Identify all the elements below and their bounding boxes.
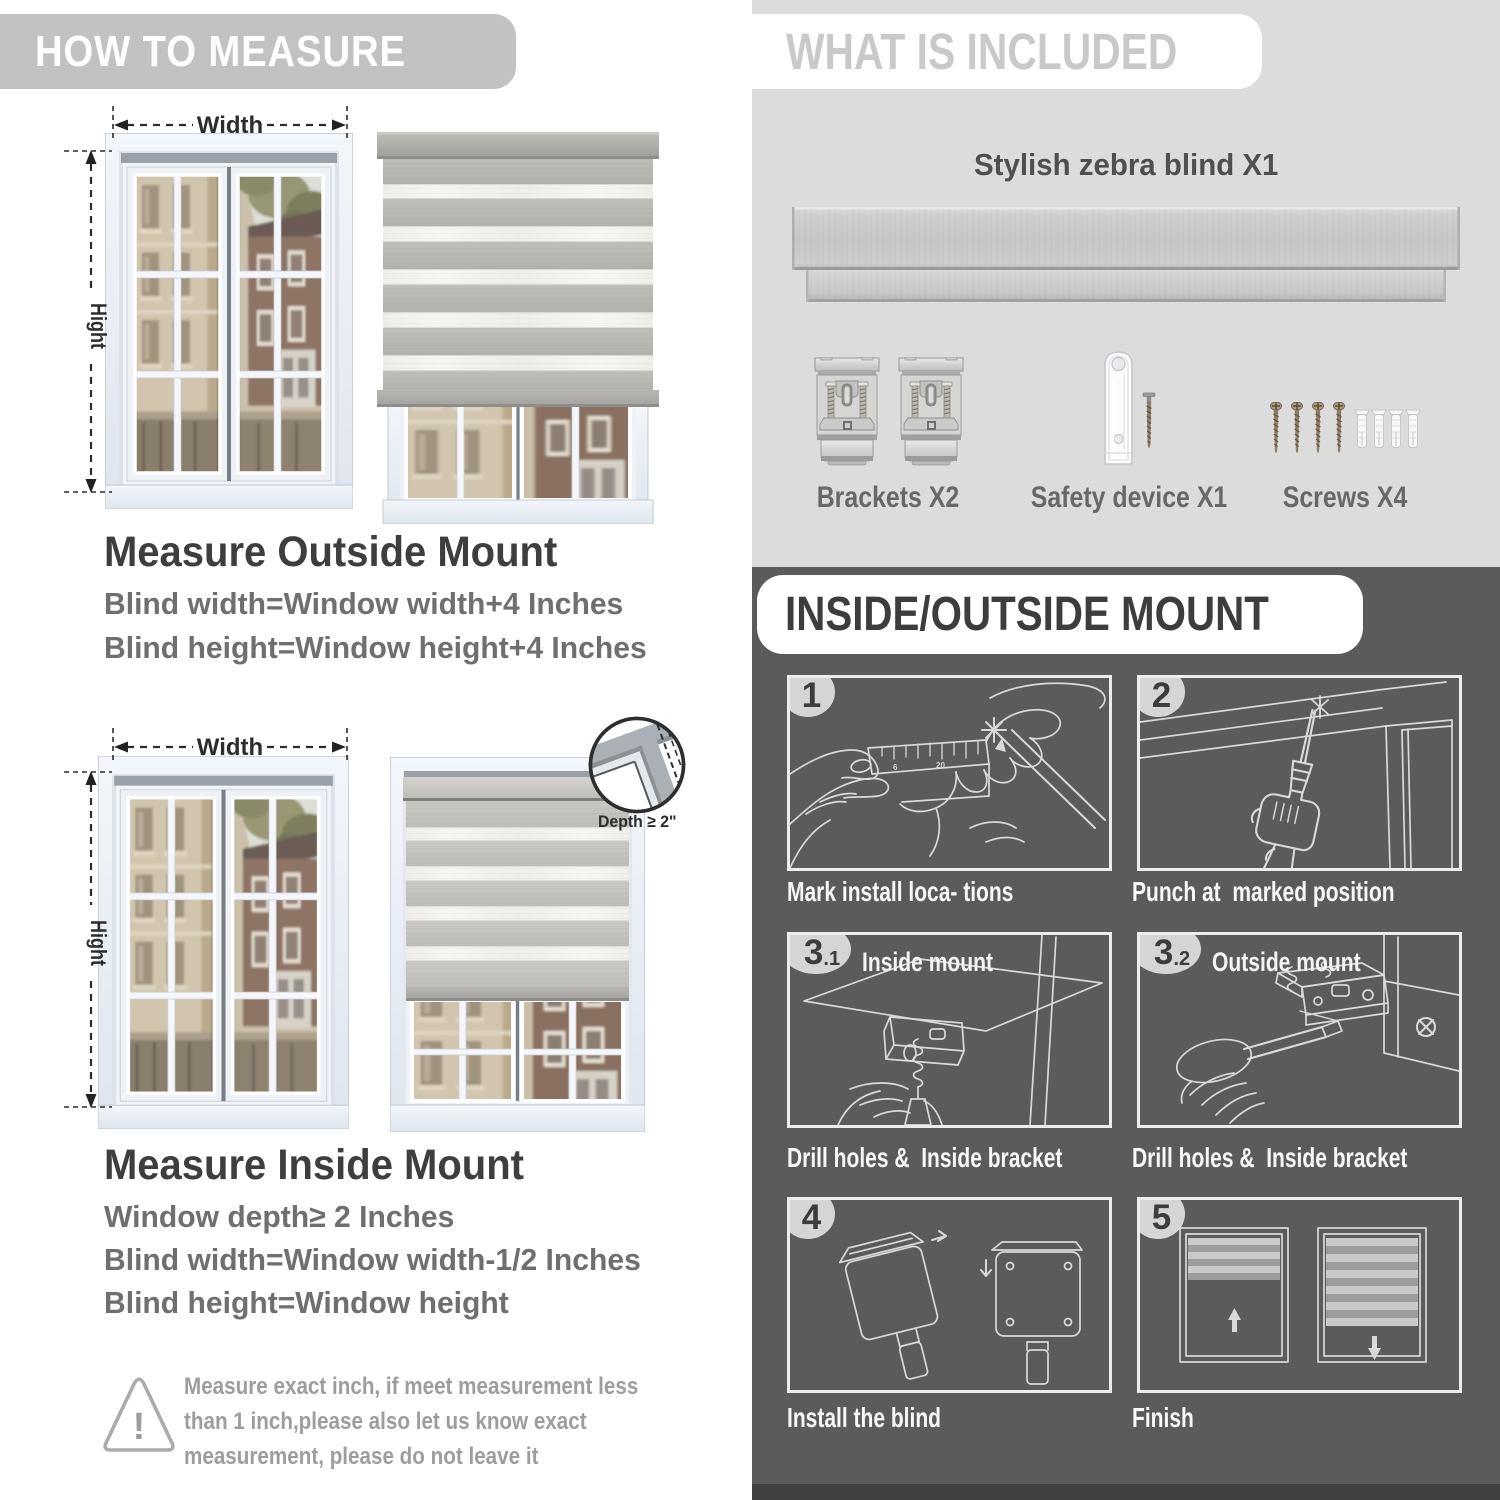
step1-caption: Mark install loca- tions (787, 876, 1014, 907)
bottom-dark-strip (752, 1484, 1500, 1500)
mount-title: INSIDE/OUTSIDE MOUNT (785, 588, 1269, 641)
step-box-3-2: 3.2 Outside mount (1137, 932, 1462, 1128)
warning-triangle-icon: ! (103, 1377, 175, 1452)
inside-mount-heading: Measure Inside Mount (104, 1141, 524, 1189)
height-label-inside: Hight (86, 920, 111, 967)
brackets-label: Brackets X2 (816, 481, 960, 514)
warning-note: Measure exact inch, if meet measurement … (184, 1369, 638, 1474)
svg-text:20: 20 (936, 761, 945, 770)
safety-device-image (1104, 351, 1156, 465)
width-arrow-outside: Width (112, 106, 348, 140)
warning-line-3: measurement, please do not leave it (184, 1443, 539, 1470)
inside-rule-height: Blind height=Window height (104, 1285, 509, 1320)
outside-mount-heading: Measure Outside Mount (104, 528, 558, 576)
how-to-measure-title: HOW TO MEASURE (35, 26, 406, 76)
svg-text:6: 6 (893, 763, 898, 772)
safety-device-label: Safety device X1 (1030, 481, 1228, 514)
step3-1-label: Inside mount (862, 947, 994, 977)
brackets-image (814, 357, 964, 466)
window-photo-outside (105, 133, 353, 509)
step2-number: 2 (1151, 675, 1172, 715)
step5-badge: 5 (1140, 1197, 1185, 1239)
width-arrow-inside: Width (112, 728, 348, 762)
step-box-4: 4 (787, 1197, 1112, 1393)
step3-1-caption: Drill holes & Inside bracket (787, 1142, 1063, 1173)
step5-number: 5 (1151, 1197, 1172, 1237)
depth-note: Depth ≥ 2" (598, 812, 677, 831)
warning-line-1: Measure exact inch, if meet measurement … (184, 1373, 639, 1400)
zebra-blind-headrail (792, 207, 1460, 302)
inside-rule-width: Blind width=Window width-1/2 Inches (104, 1242, 641, 1277)
step2-caption: Punch at marked position (1132, 876, 1395, 907)
height-arrow-outside: Hight (64, 150, 112, 493)
step4-number: 4 (801, 1197, 822, 1237)
step-box-1: 6 20 (787, 675, 1112, 871)
step3-2-label: Outside mount (1212, 947, 1361, 977)
width-label-inside: Width (197, 734, 263, 761)
width-label-outside: Width (197, 112, 263, 139)
step2-drill-illustration (1140, 681, 1453, 868)
window-photo-inside (98, 756, 349, 1129)
mount-title-band: INSIDE/OUTSIDE MOUNT (757, 575, 1363, 654)
warning-exclamation: ! (133, 1406, 146, 1448)
included-title-band: WHAT IS INCLUDED (752, 14, 1262, 89)
height-arrow-inside: Hight (64, 771, 112, 1108)
step4-badge: 4 (790, 1197, 835, 1239)
step3-1-number: 3 (803, 932, 824, 972)
step5-caption: Finish (1132, 1402, 1194, 1433)
depth-magnifier-icon (588, 716, 686, 814)
step4-install-illustration (838, 1230, 1083, 1385)
outside-rule-width: Blind width=Window width+4 Inches (104, 586, 624, 621)
step3-2-outside-bracket-illustration (1175, 935, 1459, 1124)
step1-number: 1 (801, 675, 822, 715)
warning-line-2: than 1 inch,please also let us know exac… (184, 1408, 587, 1435)
step3-1-subnumber: .1 (823, 947, 841, 970)
inside-rule-depth: Window depth≥ 2 Inches (104, 1199, 455, 1234)
step3-1-inside-bracket-illustration (803, 935, 1103, 1125)
step-box-5: 5 (1137, 1197, 1462, 1393)
product-label: Stylish zebra blind X1 (973, 147, 1279, 182)
included-title: WHAT IS INCLUDED (786, 23, 1178, 80)
step4-caption: Install the blind (787, 1402, 942, 1433)
mount-panel: INSIDE/OUTSIDE MOUNT 6 20 (752, 567, 1500, 1500)
step-box-2: 2 (1137, 675, 1462, 871)
zebra-blind-outside-mount (377, 132, 659, 524)
height-label-outside: Hight (86, 303, 111, 350)
step3-2-caption: Drill holes & Inside bracket (1132, 1142, 1408, 1173)
step-box-3-1: 3.1 Inside mount (787, 932, 1112, 1128)
step1-mark-illustration: 6 20 (790, 682, 1106, 868)
step3-2-subnumber: .2 (1173, 947, 1191, 970)
screws-image (1270, 402, 1421, 454)
how-to-measure-banner: HOW TO MEASURE (0, 14, 516, 89)
step3-2-badge: 3.2 (1140, 932, 1201, 974)
outside-rule-height: Blind height=Window height+4 Inches (104, 630, 647, 665)
step5-finish-illustration (1179, 1227, 1427, 1363)
step3-2-number: 3 (1153, 932, 1174, 972)
screws-label: Screws X4 (1282, 481, 1408, 514)
included-panel: WHAT IS INCLUDED Stylish zebra blind X1 (752, 0, 1500, 567)
